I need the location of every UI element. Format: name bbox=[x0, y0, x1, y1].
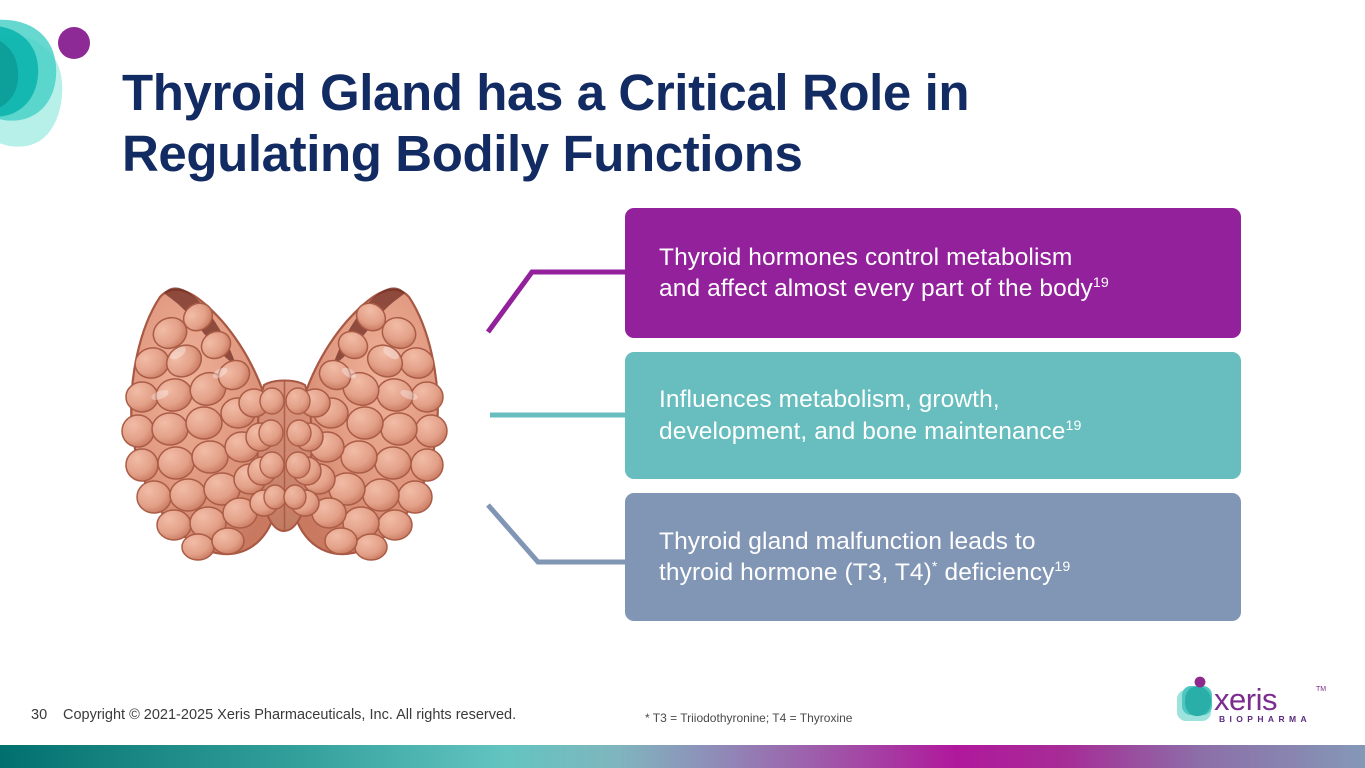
callout-2-reference: 19 bbox=[1065, 417, 1082, 434]
logo-mark-dot-purple bbox=[1194, 676, 1206, 688]
logo-mark-square-deep-teal bbox=[1185, 686, 1212, 717]
callout-1-text: Thyroid hormones control metabolism and a… bbox=[625, 242, 1143, 305]
callout-1-reference: 19 bbox=[1092, 274, 1109, 291]
callout-3-asterisk: * bbox=[931, 558, 938, 575]
logo-tagline: BIOPHARMA bbox=[1219, 714, 1311, 724]
thyroid-highlights bbox=[151, 346, 418, 400]
thyroid-isthmus-lobules bbox=[258, 387, 312, 510]
connector-lines bbox=[485, 269, 630, 565]
connector-line-3 bbox=[486, 503, 630, 565]
corner-decoration bbox=[0, 19, 90, 147]
logo-wordmark: xeris bbox=[1214, 682, 1277, 717]
footnote-abbreviations: * T3 = Triiodothyronine; T4 = Thyroxine bbox=[645, 711, 853, 725]
callout-3-line-2-a: thyroid hormone (T3, T4) bbox=[659, 559, 932, 586]
connector-line-1 bbox=[485, 269, 630, 334]
decor-blob-group bbox=[0, 19, 63, 147]
callout-box-malfunction[interactable]: Thyroid gland malfunction leads to thyroi… bbox=[625, 493, 1241, 621]
callout-1-line-2: and affect almost every part of the body bbox=[659, 275, 1093, 302]
thyroid-left-lobules bbox=[121, 302, 279, 561]
callout-box-growth[interactable]: Influences metabolism, growth, developmen… bbox=[625, 352, 1241, 479]
logo-mark bbox=[1177, 676, 1212, 721]
page-number: 30 bbox=[31, 707, 48, 723]
copyright-notice: Copyright © 2021-2025 Xeris Pharmaceutic… bbox=[63, 707, 517, 723]
callout-2-line-1: Influences metabolism, growth, bbox=[659, 386, 1000, 414]
page-title-line-2: Regulating Bodily Functions bbox=[122, 125, 803, 183]
decor-blob-teal-dark bbox=[0, 26, 39, 117]
page-title-line-1: Thyroid Gland has a Critical Role in bbox=[122, 64, 970, 122]
callout-3-line-1: Thyroid gland malfunction leads to bbox=[659, 527, 1036, 555]
callout-2-line-2: development, and bone maintenance bbox=[659, 417, 1066, 445]
callout-2-text: Influences metabolism, growth, developmen… bbox=[625, 384, 1116, 447]
decor-blob-teal-light bbox=[0, 19, 57, 121]
decor-dot-purple bbox=[58, 27, 90, 59]
thyroid-right-lobules bbox=[290, 302, 448, 561]
logo-trademark: TM bbox=[1316, 686, 1326, 693]
callout-1-line-1: Thyroid hormones control metabolism bbox=[659, 243, 1073, 271]
xeris-biopharma-logo: xeris TM BIOPHARMA bbox=[1177, 676, 1326, 724]
decor-blob-teal-deepest bbox=[0, 41, 19, 108]
thyroid-gland-illustration bbox=[121, 287, 448, 561]
callout-3-text: Thyroid gland malfunction leads to thyroi… bbox=[625, 526, 1104, 589]
decor-blob-mint bbox=[0, 33, 63, 147]
callout-3-reference: 19 bbox=[1054, 558, 1071, 575]
callout-box-metabolism[interactable]: Thyroid hormones control metabolism and a… bbox=[625, 208, 1241, 338]
callout-3-line-2-b: deficiency bbox=[937, 559, 1055, 586]
bottom-gradient-bar bbox=[0, 745, 1365, 768]
